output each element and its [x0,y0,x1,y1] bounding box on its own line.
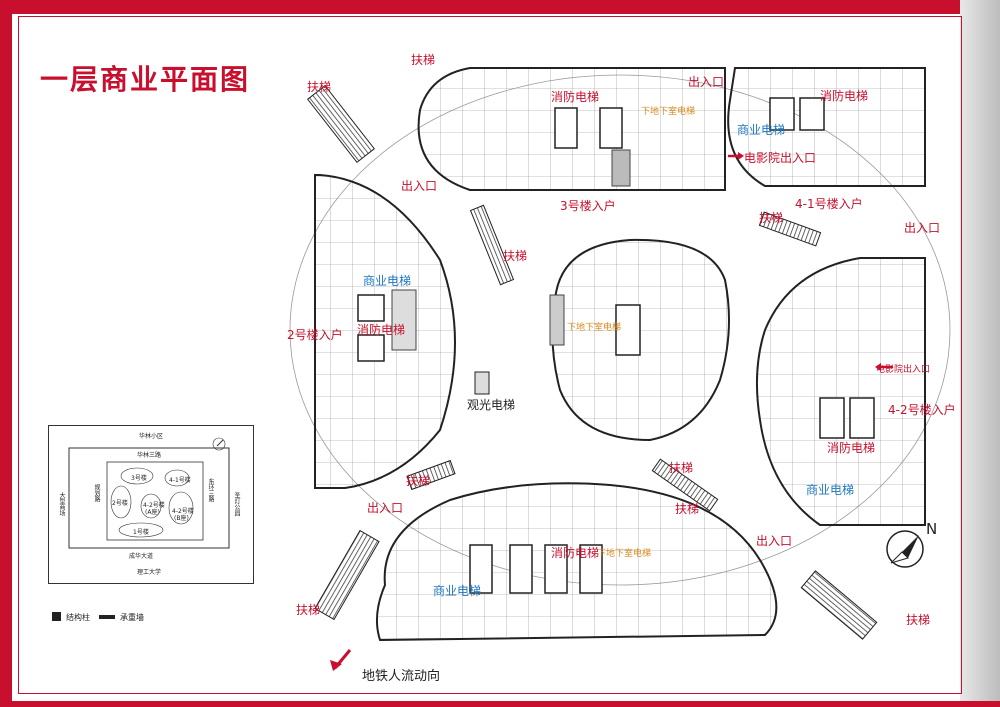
mini-b42b: 4-2号楼 [172,508,194,515]
label-building42-entrance: 4-2号楼入户 [888,403,956,417]
label-entrance-bottomleft: 出入口 [367,501,404,515]
label-escalator-farright: 扶梯 [906,613,931,627]
location-map-drawing [68,437,230,549]
label-entrance-bottomright: 出入口 [756,534,793,548]
label-cinema-entrance-top: 电影院出入口 [744,151,817,165]
frame-top [0,0,1000,14]
label-building41-entrance: 4-1号楼入户 [795,197,863,211]
label-escalator-right: 扶梯 [759,211,784,225]
legend-wall-label: 承重墙 [120,613,144,622]
page-border [18,16,962,694]
mini-left-mall: 大型商场 [58,492,65,516]
label-fire-elevator-b1: 消防电梯 [551,546,600,560]
label-commercial-elevator-b41: 商业电梯 [737,123,786,137]
mini-right-road: 东环三路 [207,478,214,502]
label-underground-elevator-b1: 下地下室电梯 [597,549,652,559]
mini-b2: 2号楼 [112,500,128,507]
mini-b42a: 4-2号楼 [143,502,165,509]
mini-left-road: 规划路 [93,484,100,502]
label-fire-elevator-b41: 消防电梯 [820,89,869,103]
mini-b42a-sub: (A座) [145,509,160,516]
label-commercial-elevator-b42: 商业电梯 [806,483,855,497]
label-escalator-topleft: 扶梯 [307,80,332,94]
label-underground-elevator-b3: 下地下室电梯 [641,107,696,117]
legend-wall-swatch [99,615,115,619]
red-arrows [330,152,893,671]
label-escalator-bottom: 扶梯 [675,502,700,516]
label-metro-flow: 地铁人流动向 [362,669,441,684]
label-escalator-center: 扶梯 [503,249,528,263]
legend-column-label: 结构柱 [66,613,90,622]
frame-left [0,0,12,707]
label-sightseeing-elevator: 观光电梯 [467,398,516,412]
label-escalator-bottomleft: 扶梯 [406,474,431,488]
frame-bottom [0,701,1000,707]
center-block [549,238,730,442]
label-fire-elevator-b42: 消防电梯 [827,441,876,455]
label-escalator-farleft: 扶梯 [296,603,321,617]
mini-road-top: 华林三路 [137,452,162,459]
building-4-1-block [727,67,926,187]
label-commercial-elevator-b2: 商业电梯 [363,274,412,288]
label-cinema-entrance-right: 电影院出入口 [876,365,931,375]
mini-b3: 3号楼 [131,475,147,482]
label-building2-entrance: 2号楼入户 [287,328,343,342]
mini-b1: 1号楼 [133,529,149,536]
building-4-2-block [755,257,926,526]
north-arrow [886,530,924,568]
label-escalator-bottomright: 扶梯 [669,461,694,475]
label-building3-entrance: 3号楼入户 [560,199,616,213]
page-title: 一层商业平面图 [40,63,251,96]
escalators [307,85,878,640]
label-entrance-left: 出入口 [401,179,438,193]
label-fire-elevator-b3: 消防电梯 [551,90,600,104]
label-north: N [926,520,938,538]
label-commercial-elevator-b1: 商业电梯 [433,584,482,598]
building-3-block [417,67,726,191]
mini-community: 华林小区 [139,433,164,440]
building-2-block [314,174,456,489]
label-entrance-right: 出入口 [904,221,941,235]
frame-right-shadow [960,0,1000,707]
label-entrance-top: 出入口 [688,75,725,89]
mini-b42b-sub: (B座) [174,515,189,522]
mini-bottom-univ: 理工大学 [137,569,162,576]
mini-right-park: 圣灯公园 [233,492,240,516]
mini-b41: 4-1号楼 [169,477,191,484]
legend-column-swatch [52,612,61,621]
label-fire-elevator-b2: 消防电梯 [357,323,406,337]
label-escalator-top: 扶梯 [411,53,436,67]
label-underground-elevator-center: 下地下室电梯 [567,323,622,333]
location-map: 华林小区 华林三路 3号楼 4-1号楼 2号楼 4-2号楼 (A座) 4-2号楼… [48,425,254,584]
mini-bottom-road: 成华大道 [129,553,154,560]
building-1-block [375,482,778,642]
